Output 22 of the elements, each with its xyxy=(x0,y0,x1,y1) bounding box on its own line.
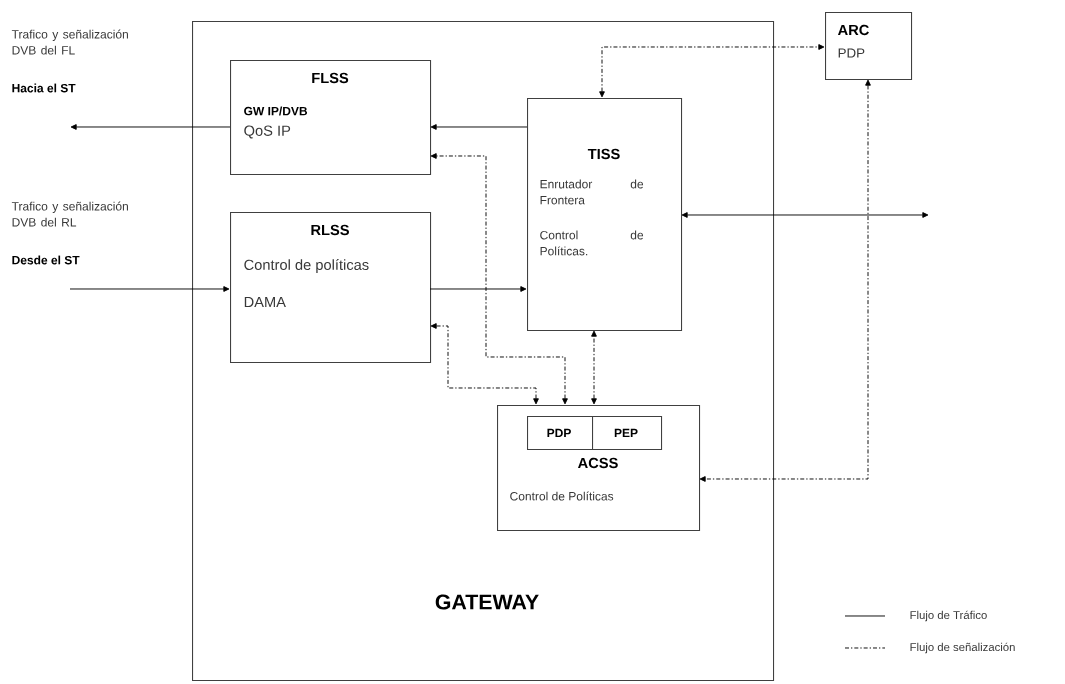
side-note: Hacia el ST xyxy=(12,83,76,93)
arrow xyxy=(430,124,528,130)
side-note: Trafico y señalización DVB del FL xyxy=(11,29,128,55)
process-box: PEP xyxy=(592,416,663,451)
signal-arrow xyxy=(430,153,568,405)
signal-arrow xyxy=(430,323,539,405)
process-box: FLSS GW IP/DVB QoS IP xyxy=(230,60,432,176)
legend-text: Flujo de Tráfico xyxy=(910,610,987,622)
side-note: Trafico y señalización DVB del RL xyxy=(11,201,128,227)
process-box: TISS Enrutador de Frontera Control de Políticas. xyxy=(527,98,683,332)
arrow xyxy=(70,124,231,130)
arrow xyxy=(69,286,230,292)
signal-arrow xyxy=(599,44,825,98)
legend-text: Flujo de señalización xyxy=(910,642,1015,654)
process-box: PDP xyxy=(527,416,594,451)
process-box: ARC PDP xyxy=(825,12,913,81)
arrow xyxy=(681,212,929,218)
process-box: RLSS Control de políticas DAMA xyxy=(230,212,432,364)
side-note: Desde el ST xyxy=(12,255,80,265)
signal-arrow xyxy=(591,330,597,405)
signal-arrow xyxy=(699,79,871,482)
arrow xyxy=(429,286,527,292)
